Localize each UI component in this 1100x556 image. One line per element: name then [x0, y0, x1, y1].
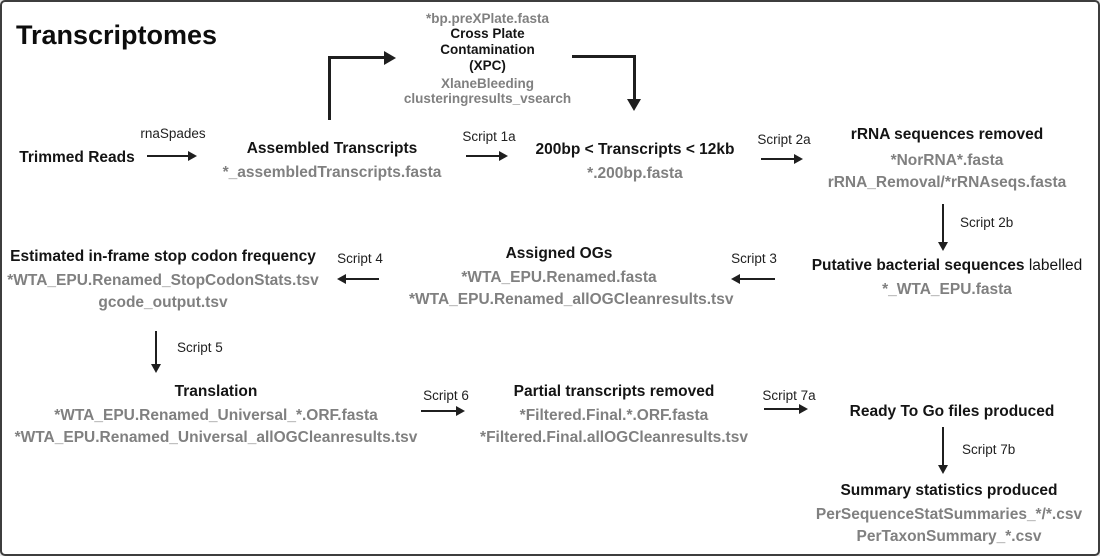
arrow-shaft: [155, 331, 157, 364]
node-title: Ready To Go files produced: [849, 403, 1055, 420]
node-translation: Translation *WTA_EPU.Renamed_Universal_*…: [5, 382, 427, 449]
node-title: Assembled Transcripts: [246, 140, 418, 157]
node-title: Estimated in-frame stop codon frequency: [10, 248, 316, 265]
node-file: *_assembledTranscripts.fasta: [222, 164, 442, 181]
node-assembled-transcripts: Assembled Transcripts *_assembledTranscr…: [207, 139, 457, 184]
node-file: gcode_output.tsv: [98, 294, 228, 311]
arrow-head: [499, 151, 508, 161]
arrow-label-script-4: Script 4: [337, 251, 383, 266]
arrow-head: [799, 404, 808, 414]
node-file: *WTA_EPU.Renamed.fasta: [461, 269, 657, 286]
node-ready-to-go: Ready To Go files produced: [797, 402, 1098, 421]
arrow-shaft: [466, 155, 500, 157]
arrow-label-script-7a: Script 7a: [762, 388, 816, 403]
node-bacterial-labelled: Putative bacterial sequences labelled *_…: [777, 256, 1098, 301]
arrow-head: [337, 274, 346, 284]
node-title: Partial transcripts removed: [513, 383, 715, 400]
arrow-shaft: [346, 278, 379, 280]
page-title: Transcriptomes: [16, 20, 218, 50]
arrow-shaft: [421, 410, 457, 412]
arrow-shaft: [740, 278, 775, 280]
node-file: PerSequenceStatSummaries_*/*.csv: [815, 506, 1083, 523]
arrow-head: [151, 364, 161, 373]
node-file: XlaneBleeding: [440, 76, 535, 91]
arrow-head: [938, 242, 948, 251]
node-file: *WTA_EPU.Renamed_allOGCleanresults.tsv: [409, 291, 734, 308]
node-stop-codon-frequency: Estimated in-frame stop codon frequency …: [7, 247, 319, 314]
arrow-label-script-3: Script 3: [731, 251, 777, 266]
arrow-label-script-5: Script 5: [177, 340, 223, 355]
arrow-head: [456, 406, 465, 416]
arrow-label-script-1a: Script 1a: [462, 129, 516, 144]
arrow-label-rnaspades: rnaSpades: [140, 126, 206, 141]
arrow-label-script-2b: Script 2b: [960, 215, 1014, 230]
node-file: *Filtered.Final.allOGCleanresults.tsv: [480, 429, 748, 446]
arrow-head: [384, 51, 396, 65]
arrow-shaft: [328, 56, 384, 59]
arrow-shaft: [761, 158, 795, 160]
node-title: Trimmed Reads: [19, 149, 135, 166]
node-trimmed-reads: Trimmed Reads: [4, 148, 150, 167]
node-file: *Filtered.Final.*.ORF.fasta: [519, 407, 709, 424]
node-file: *WTA_EPU.Renamed_Universal_*.ORF.fasta: [54, 407, 378, 424]
node-summary-stats: Summary statistics produced PerSequenceS…: [787, 481, 1098, 548]
node-title: Putative bacterial sequences labelled: [811, 257, 1083, 274]
node-title-line: Contamination: [440, 42, 535, 57]
node-file: *WTA_EPU.Renamed_StopCodonStats.tsv: [7, 272, 319, 289]
arrow-shaft: [942, 204, 944, 242]
node-title: Translation: [174, 383, 258, 400]
node-title: Assigned OGs: [505, 245, 613, 262]
arrow-shaft: [764, 408, 800, 410]
arrow-shaft: [942, 427, 944, 465]
arrow-head: [794, 154, 803, 164]
node-file: *WTA_EPU.Renamed_Universal_allOGCleanres…: [14, 429, 418, 446]
arrow-head: [938, 465, 948, 474]
arrow-head: [188, 151, 197, 161]
arrow-head: [731, 274, 740, 284]
node-rrna-removed: rRNA sequences removed *NorRNA*.fasta rR…: [802, 125, 1092, 194]
node-file: *bp.preXPlate.fasta: [425, 11, 550, 26]
node-cross-plate-contamination: *bp.preXPlate.fasta Cross Plate Contamin…: [365, 11, 610, 106]
node-title-line: Cross Plate: [450, 26, 525, 41]
node-title: 200bp < Transcripts < 12kb: [535, 141, 735, 158]
arrow-shaft: [147, 155, 189, 157]
arrow-shaft: [633, 55, 636, 100]
node-title: rRNA sequences removed: [850, 126, 1044, 143]
arrow-shaft: [328, 58, 331, 120]
node-file: *_WTA_EPU.fasta: [882, 281, 1012, 298]
arrow-label-script-6: Script 6: [423, 388, 469, 403]
arrow-label-script-7b: Script 7b: [962, 442, 1016, 457]
node-title-line: (XPC): [469, 58, 506, 73]
node-file: clusteringresults_vsearch: [403, 91, 572, 106]
node-assigned-ogs: Assigned OGs *WTA_EPU.Renamed.fasta *WTA…: [409, 244, 734, 311]
node-title: Summary statistics produced: [840, 482, 1058, 499]
arrow-head: [627, 99, 641, 111]
node-file: rRNA_Removal/*rRNAseqs.fasta: [827, 174, 1067, 191]
node-size-filter: 200bp < Transcripts < 12kb *.200bp.fasta: [525, 140, 745, 185]
node-file: *NorRNA*.fasta: [890, 152, 1004, 169]
arrow-label-script-2a: Script 2a: [757, 132, 811, 147]
node-file: *.200bp.fasta: [587, 165, 683, 182]
node-partial-removed: Partial transcripts removed *Filtered.Fi…: [462, 382, 766, 449]
arrow-shaft: [572, 55, 636, 58]
node-file: PerTaxonSummary_*.csv: [856, 528, 1042, 545]
